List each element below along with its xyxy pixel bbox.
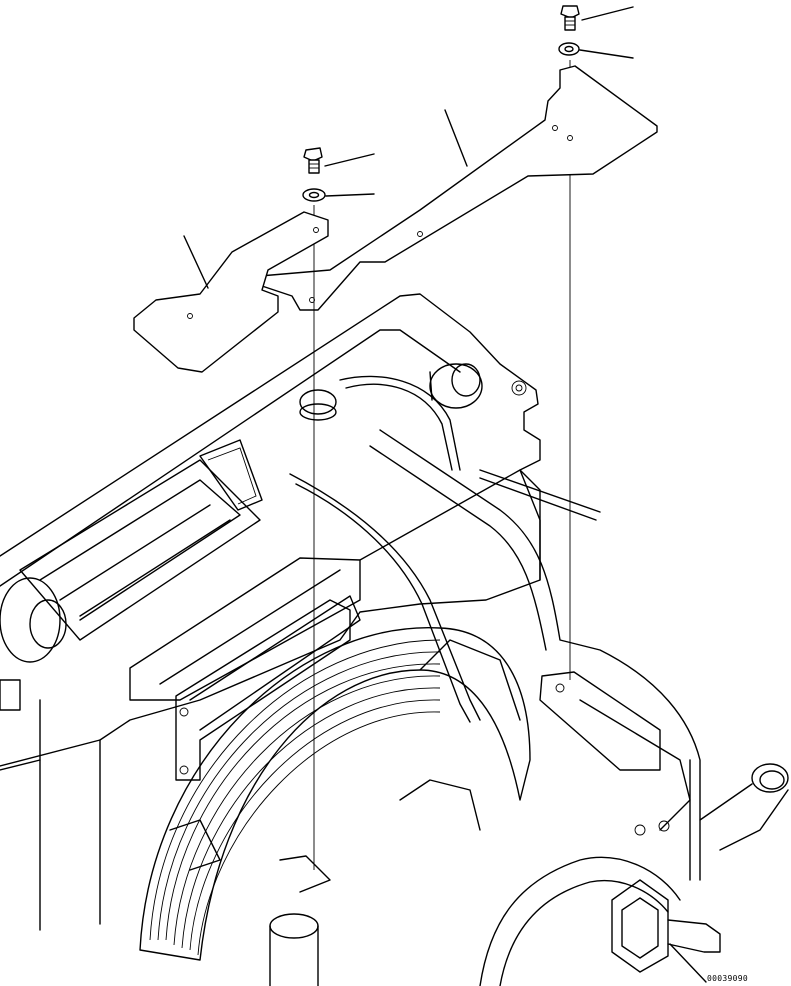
leader-line-bolt-top [581, 6, 634, 21]
bolt-left[interactable] [303, 147, 323, 174]
lower-fitting [269, 913, 319, 986]
leader-line-bracket-long [444, 109, 468, 167]
pipe-right [699, 763, 789, 851]
mount-bracket-right [539, 671, 691, 836]
radiator-upper-beam [19, 459, 541, 731]
reservoir-tank [429, 363, 483, 409]
catalog-number: 00039090 [707, 974, 748, 983]
hose-main [369, 429, 701, 881]
leader-line-outlet [669, 943, 707, 983]
hose-vent [289, 473, 481, 723]
washer-left[interactable] [302, 188, 326, 202]
washer-top[interactable] [558, 42, 580, 56]
side-bracket-left [175, 599, 351, 781]
radiator-cap [299, 389, 337, 421]
hose-lower [479, 856, 681, 986]
bolt-top[interactable] [560, 5, 580, 31]
hose-upper [339, 375, 461, 471]
bracket-plate-short[interactable] [133, 211, 329, 373]
radiator-grille [199, 439, 263, 511]
hose-overflow [479, 469, 601, 521]
outlet-flange [611, 879, 721, 973]
leader-line-bolt-left [324, 153, 375, 167]
radiator-core [139, 627, 531, 961]
leader-line-bracket-short [183, 235, 209, 289]
leader-line-washer-top [579, 49, 634, 59]
leader-line-washer-left [325, 193, 375, 197]
cooler-frame [0, 293, 541, 931]
radiator-end-cap-left [0, 577, 67, 711]
bracket-plate-long[interactable] [259, 65, 658, 311]
